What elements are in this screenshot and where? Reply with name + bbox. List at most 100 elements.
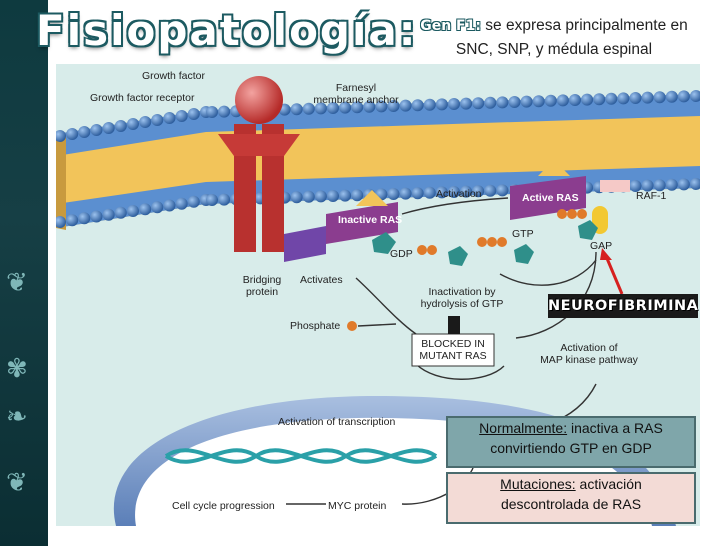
phospholipid-head bbox=[387, 188, 400, 200]
phospholipid-head bbox=[448, 98, 460, 110]
label-farnesyl: Farnesyl membrane anchor bbox=[306, 82, 406, 106]
phospholipid-head bbox=[151, 114, 164, 126]
phospholipid-head bbox=[448, 186, 460, 198]
phospholipid-head bbox=[665, 90, 678, 103]
phospholipid-head bbox=[399, 187, 412, 200]
label-inactivation: Inactivation by hydrolysis of GTP bbox=[410, 286, 514, 310]
label-blocked-1: BLOCKED IN bbox=[421, 338, 485, 350]
phospholipid-head bbox=[665, 178, 678, 191]
phospholipid-head bbox=[677, 90, 690, 103]
phospholipid-head bbox=[139, 203, 152, 216]
phospholipid-head bbox=[102, 122, 115, 134]
label-bridging-1: Bridging bbox=[242, 274, 282, 286]
phospholipid-head bbox=[460, 97, 473, 110]
label-gdp: GDP bbox=[390, 248, 413, 260]
phospholipid-head bbox=[351, 189, 364, 202]
phospholipid-head bbox=[363, 100, 376, 113]
label-gap: GAP bbox=[590, 240, 613, 252]
neurofibromina-label: NEUROFIBRIMINA bbox=[548, 294, 698, 318]
label-inactive-ras: Inactive RAS bbox=[338, 214, 403, 226]
note-mut-text2: descontrolada de RAS bbox=[500, 496, 642, 512]
phospholipid-head bbox=[472, 97, 485, 110]
phospholipid-head bbox=[690, 178, 700, 190]
gene-label: Gen F1: bbox=[420, 18, 481, 34]
phospholipid-head bbox=[206, 194, 218, 206]
gene-description: Gen F1: se expresa principalmente en SNC… bbox=[394, 14, 714, 62]
phospholipid-head bbox=[629, 92, 642, 104]
phospholipid-head bbox=[66, 214, 79, 227]
phospholipid-head bbox=[290, 103, 303, 116]
gene-line1: se expresa principalmente en bbox=[485, 17, 688, 34]
note-normal-text2: convirtiendo GTP en GDP bbox=[490, 440, 652, 456]
phospholipid-head bbox=[56, 130, 66, 142]
label-map-2: MAP kinase pathway bbox=[540, 354, 638, 366]
label-active-ras: Active RAS bbox=[522, 192, 579, 204]
label-blocked: BLOCKED IN MUTANT RAS bbox=[414, 338, 492, 362]
phospholipid-head bbox=[690, 90, 700, 102]
phospholipid-head bbox=[484, 96, 497, 109]
phospholipid-head bbox=[302, 102, 315, 115]
note-mut-text1: activación bbox=[575, 476, 642, 492]
phospholipid-head bbox=[399, 99, 412, 112]
phospholipid-head bbox=[175, 110, 188, 122]
phospholipid-head bbox=[472, 185, 485, 198]
phospholipid-head bbox=[484, 184, 497, 197]
phospholipid-head bbox=[629, 180, 642, 192]
label-farnesyl-1: Farnesyl bbox=[335, 82, 377, 94]
label-inactivation-2: hydrolysis of GTP bbox=[420, 298, 504, 310]
label-transcription: Activation of transcription bbox=[278, 416, 396, 428]
phospholipid-head bbox=[151, 201, 164, 214]
phospholipid-head bbox=[411, 99, 424, 112]
phospholipid-head bbox=[114, 120, 127, 132]
label-bridging-2: protein bbox=[245, 286, 279, 298]
phospholipid-head bbox=[90, 124, 103, 136]
phospholipid-head bbox=[187, 108, 200, 120]
label-cell-cycle: Cell cycle progression bbox=[172, 500, 275, 512]
phospholipid-head bbox=[581, 93, 594, 106]
phospholipid-head bbox=[496, 184, 509, 197]
phospholipid-head bbox=[327, 102, 339, 114]
phospholipid-head bbox=[387, 100, 400, 112]
note-mut-label: Mutaciones: bbox=[500, 476, 576, 492]
phospholipid-head bbox=[218, 105, 231, 118]
phospholipid-head bbox=[66, 128, 79, 140]
phospholipid-head bbox=[351, 101, 364, 114]
phospholipid-head bbox=[435, 186, 448, 199]
phospholipid-head bbox=[114, 206, 127, 219]
phospholipid-head bbox=[327, 190, 339, 202]
label-gtp: GTP bbox=[512, 228, 534, 240]
phospholipid-head bbox=[423, 98, 436, 111]
decorative-sidebar: ❦ ✾ ❧ ❦ bbox=[0, 0, 48, 546]
flourish-icon: ✾ bbox=[6, 354, 28, 384]
phospholipid-head bbox=[302, 190, 315, 203]
note-normal-text1: inactiva a RAS bbox=[567, 420, 663, 436]
phospholipid-head bbox=[653, 91, 666, 104]
phospholipid-head bbox=[411, 187, 424, 200]
phospholipid-head bbox=[339, 189, 352, 202]
phospholipid-head bbox=[339, 101, 352, 114]
label-myc-protein: MYC protein bbox=[328, 500, 387, 512]
phospholipid-head bbox=[423, 186, 436, 199]
flourish-icon: ❧ bbox=[6, 402, 28, 432]
flourish-icon: ❦ bbox=[6, 468, 28, 498]
label-activates: Activates bbox=[300, 274, 343, 286]
phospholipid-head bbox=[90, 210, 103, 223]
phospholipid-head bbox=[641, 91, 654, 104]
label-phosphate: Phosphate bbox=[290, 320, 341, 332]
note-normal-label: Normalmente: bbox=[479, 420, 568, 436]
phospholipid-head bbox=[175, 197, 188, 210]
phospholipid-head bbox=[127, 205, 139, 217]
note-normal: Normalmente: inactiva a RAS convirtiendo… bbox=[446, 416, 696, 468]
phospholipid-head bbox=[206, 106, 218, 118]
label-growth-factor-receptor: Growth factor receptor bbox=[90, 92, 195, 104]
label-growth-factor: Growth factor bbox=[142, 70, 206, 82]
phospholipid-head bbox=[593, 93, 606, 106]
phospholipid-head bbox=[520, 95, 533, 108]
label-bridging-protein: Bridging protein bbox=[232, 274, 292, 298]
phospholipid-head bbox=[435, 98, 448, 111]
label-farnesyl-2: membrane anchor bbox=[313, 94, 399, 106]
note-mutations: Mutaciones: activación descontrolada de … bbox=[446, 472, 696, 524]
phospholipid-head bbox=[653, 179, 666, 192]
phospholipid-head bbox=[496, 96, 509, 109]
phospholipid-head bbox=[677, 178, 690, 191]
